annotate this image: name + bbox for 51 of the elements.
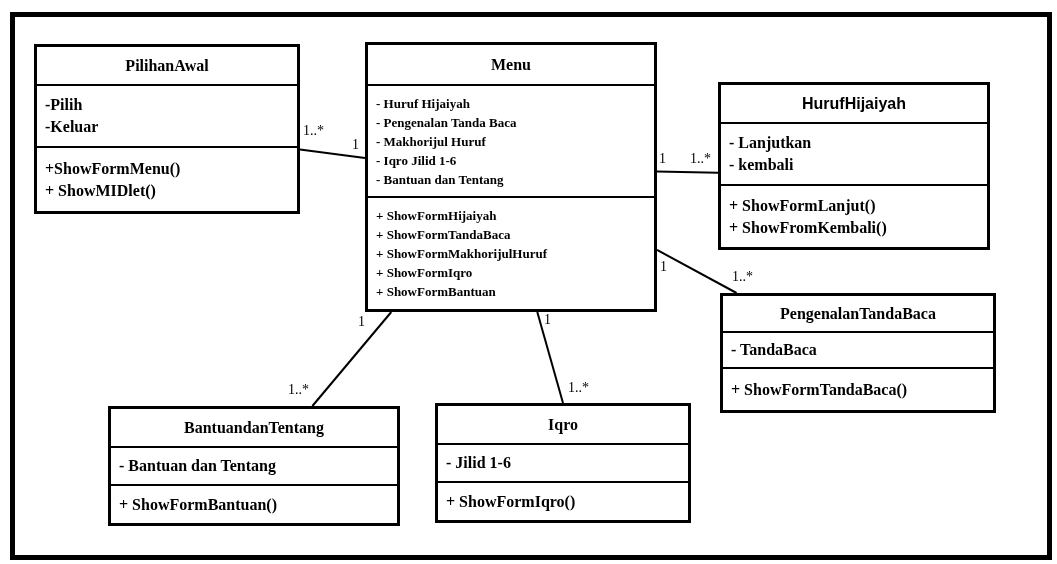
multiplicity-label: 1..* (303, 124, 324, 138)
method-text: + ShowFormMakhorijulHuruf (376, 245, 548, 263)
multiplicity-label: 1..* (732, 270, 753, 284)
class-name: PengenalanTandaBaca (780, 303, 936, 325)
method-text: + ShowFormIqro() (446, 491, 577, 513)
method-text: + ShowFormLanjut() (729, 195, 877, 217)
association-line (656, 248, 738, 294)
attribute-text: -Keluar (45, 117, 100, 137)
attribute-text: - Pengenalan Tanda Baca (376, 113, 518, 132)
association-line (656, 170, 719, 174)
multiplicity-label: 1 (352, 138, 359, 152)
attribute-text: - TandaBaca (731, 340, 818, 360)
attribute-text: - kembali (729, 155, 795, 175)
attribute-text: - Huruf Hijaiyah (376, 94, 471, 113)
class-box (720, 293, 996, 413)
association-line (299, 148, 366, 160)
attribute-text: -Pilih (45, 95, 84, 115)
association-line (311, 311, 393, 407)
attribute-text: - Lanjutkan (729, 133, 813, 154)
multiplicity-label: 1..* (288, 383, 309, 397)
attribute-text: - Jilid 1-6 (446, 453, 512, 473)
multiplicity-label: 1 (660, 260, 667, 274)
class-box (718, 82, 990, 250)
attribute-text: - Bantuan dan Tentang (376, 170, 505, 189)
association-line (536, 311, 564, 404)
class-name: PilihanAwal (125, 55, 209, 76)
class-name: BantuandanTentang (184, 417, 324, 439)
method-text: + ShowFromKembali() (729, 217, 888, 239)
class-name: Menu (491, 54, 531, 75)
class-box (108, 406, 400, 526)
method-text: + ShowFormIqro (376, 264, 474, 282)
class-box (365, 42, 657, 312)
method-text: + ShowFormBantuan (376, 283, 497, 301)
class-box (435, 403, 691, 523)
attribute-text: - Iqro Jilid 1-6 (376, 151, 458, 170)
multiplicity-label: 1..* (690, 152, 711, 166)
multiplicity-label: 1 (544, 313, 551, 327)
class-name: Iqro (548, 414, 578, 436)
method-text: + ShowFormTandaBaca (376, 226, 512, 244)
method-text: + ShowFormTandaBaca() (731, 379, 909, 401)
method-text: +ShowFormMenu() (45, 158, 182, 180)
class-box (34, 44, 300, 214)
class-name: HurufHijaiyah (802, 93, 906, 114)
method-text: + ShowFormHijaiyah (376, 207, 498, 225)
method-text: + ShowFormBantuan() (119, 494, 279, 516)
multiplicity-label: 1 (358, 315, 365, 329)
attribute-text: - Bantuan dan Tentang (119, 456, 277, 477)
multiplicity-label: 1..* (568, 381, 589, 395)
method-text: + ShowMIDlet() (45, 180, 157, 202)
attribute-text: - Makhorijul Huruf (376, 132, 487, 151)
multiplicity-label: 1 (659, 152, 666, 166)
